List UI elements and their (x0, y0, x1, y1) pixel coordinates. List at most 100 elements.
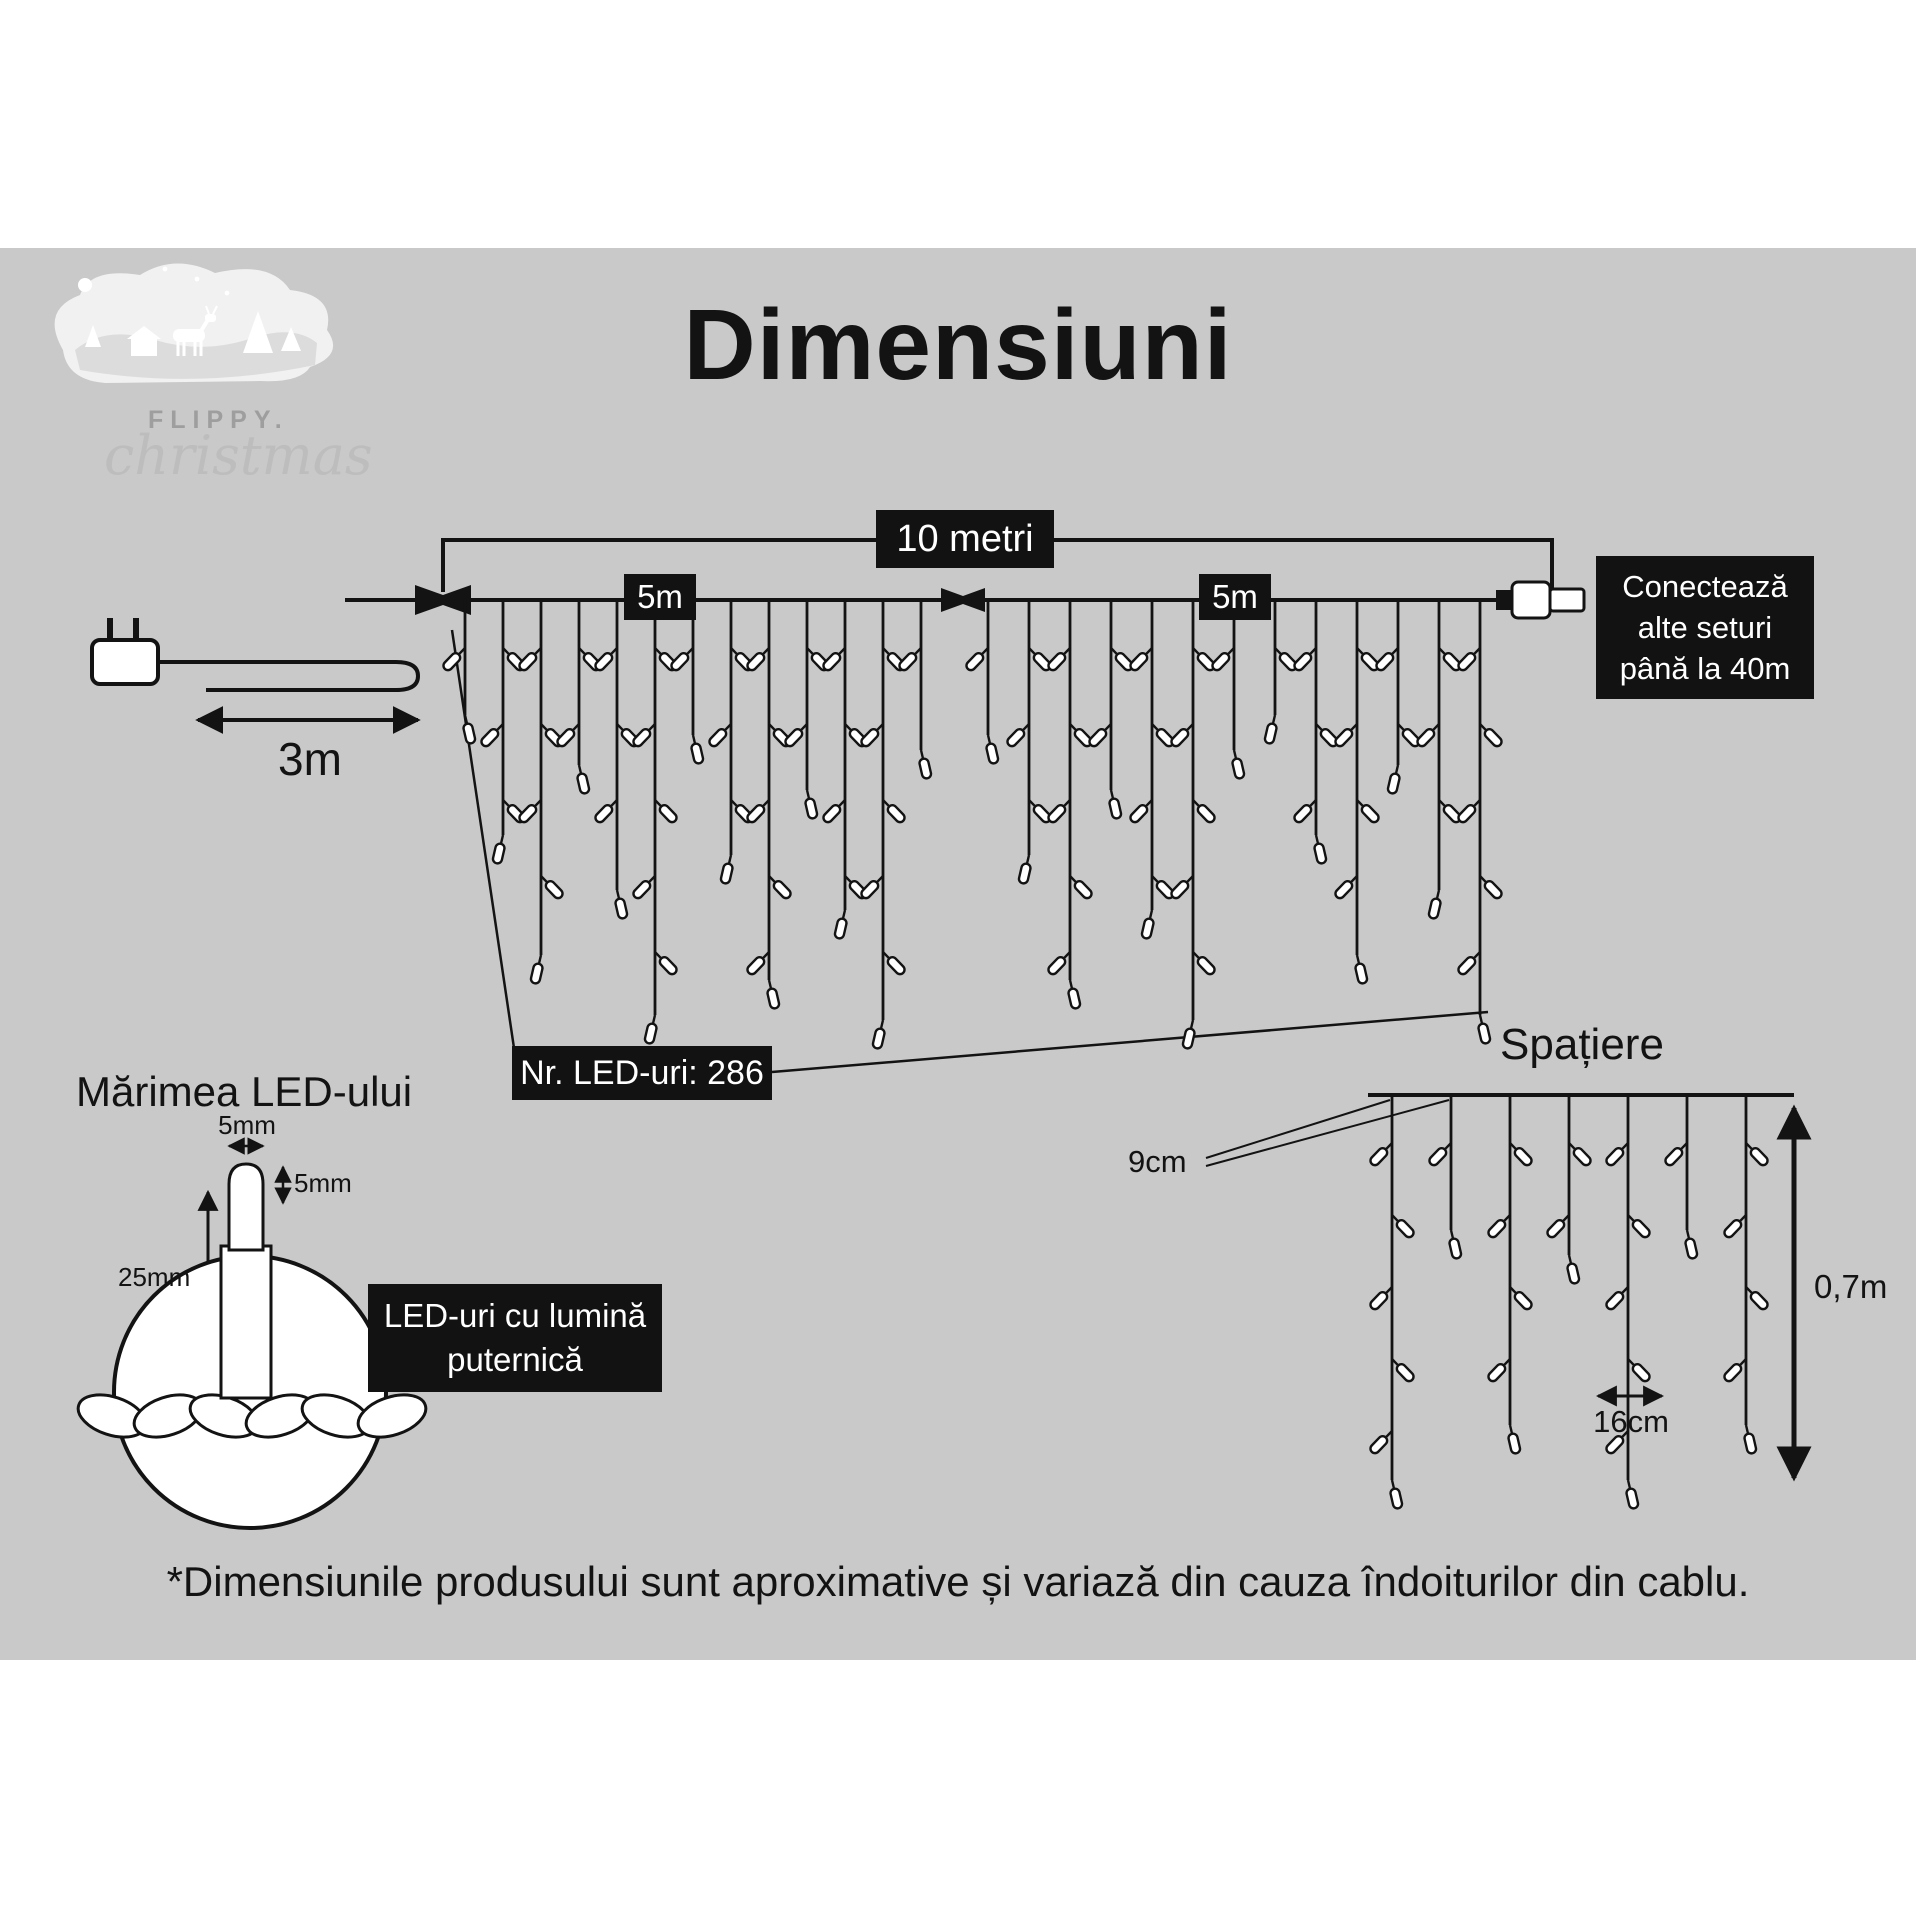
light-strand (1375, 600, 1421, 795)
led-bulb (860, 723, 884, 748)
light-strand (1293, 600, 1339, 865)
star-icon (224, 290, 230, 296)
house-icon (127, 326, 161, 356)
led-bulb (1448, 1229, 1463, 1260)
led-bulb (1566, 1254, 1581, 1285)
led-bulb (491, 834, 506, 865)
led-bulb (654, 799, 678, 824)
led-bulb (784, 723, 808, 748)
led-bulb (1627, 1214, 1651, 1239)
led-bulb (898, 647, 922, 672)
led-bulb (1181, 1019, 1196, 1050)
led-bulb (1389, 1479, 1404, 1510)
led-bulb (594, 647, 618, 672)
led-bulb (1375, 647, 1399, 672)
led-bulb (1129, 647, 1153, 672)
light-strand (898, 600, 933, 780)
led-bulb (804, 789, 819, 820)
led-bulb (1627, 1358, 1651, 1383)
light-strand (518, 600, 564, 985)
light-strand (1170, 600, 1216, 1050)
led-count-pointer-lines (450, 629, 1489, 1074)
led-bulb (1369, 1142, 1393, 1167)
led-bulb (529, 954, 544, 985)
led-bulb (1723, 1358, 1747, 1383)
led-bulb (1313, 834, 1328, 865)
connect-note-line: alte seturi (1637, 610, 1773, 645)
led-bulb (1479, 723, 1503, 748)
led-bulb (1428, 1142, 1452, 1167)
light-strand (1334, 600, 1380, 985)
drop-gap-label: 9cm (1128, 1144, 1187, 1179)
led-bulb (1069, 875, 1093, 900)
light-strand (860, 600, 906, 1050)
led-bulb (1129, 799, 1153, 824)
page-title: Dimensiuni (683, 289, 1233, 401)
led-bulb (1047, 951, 1071, 976)
led-bulb (1509, 1286, 1533, 1311)
led-bulb (1334, 723, 1358, 748)
led-gap-label: 16cm (1593, 1404, 1669, 1439)
led-height-label: 5mm (294, 1168, 352, 1198)
led-size-heading: Mărimea LED-ului (76, 1068, 413, 1115)
light-strand (480, 600, 526, 865)
led-bulb (1006, 723, 1030, 748)
led-bulb (1017, 854, 1032, 885)
light-strand (822, 600, 868, 940)
led-bulb (518, 647, 542, 672)
led-bulb (918, 749, 933, 780)
led-bulb (1477, 1014, 1492, 1045)
light-strand (1369, 1095, 1415, 1510)
light-strand (1664, 1095, 1699, 1260)
led-bulb (1140, 909, 1155, 940)
led-bulb (1391, 1358, 1415, 1383)
led-bulb (1088, 723, 1112, 748)
connect-note-badge: Conectează alte seturi până la 40m (1596, 556, 1814, 699)
led-bulb (480, 723, 504, 748)
led-bulb (860, 875, 884, 900)
icicle-strands (442, 600, 1503, 1050)
led-bulb (1293, 647, 1317, 672)
total-length-badge: 10 metri (876, 510, 1054, 568)
led-bulb (576, 764, 591, 795)
led-bulb (1479, 875, 1503, 900)
light-strand (1263, 600, 1298, 745)
led-bulb (1457, 647, 1481, 672)
light-strand (1546, 1095, 1592, 1285)
light-strand (746, 600, 792, 1010)
led-bulb (654, 951, 678, 976)
led-bulb (594, 799, 618, 824)
spacing-strands (1369, 1095, 1769, 1510)
lead-cable (158, 660, 421, 692)
led-bulb (614, 889, 629, 920)
led-bulb (1664, 1142, 1688, 1167)
led-bulb (690, 734, 705, 765)
light-strand (1211, 600, 1246, 780)
led-bulb (462, 714, 477, 745)
wire-connector-left (415, 585, 471, 615)
led-bulb (965, 647, 989, 672)
led-bulb (1507, 1424, 1522, 1455)
tree-icon (85, 325, 101, 347)
led-bulb (442, 647, 466, 672)
led-bulb (1605, 1286, 1629, 1311)
led-bulb (1416, 723, 1440, 748)
led-bulb (1354, 954, 1369, 985)
led-bulb (1684, 1229, 1699, 1260)
led-bulb (1067, 979, 1082, 1010)
led-bulb (1745, 1286, 1769, 1311)
tree-icon (281, 327, 301, 351)
led-bulb (1427, 889, 1442, 920)
led-bulb (1391, 1214, 1415, 1239)
led-bulb (540, 875, 564, 900)
tree-icon (243, 311, 273, 353)
led-bulb (632, 723, 656, 748)
light-strand (1605, 1095, 1651, 1510)
led-bulb (632, 875, 656, 900)
light-strand (708, 600, 754, 885)
led-bulb (1192, 951, 1216, 976)
led-bulb (1487, 1214, 1511, 1239)
led-note-line: puternică (447, 1341, 583, 1378)
moon-icon (78, 278, 92, 292)
